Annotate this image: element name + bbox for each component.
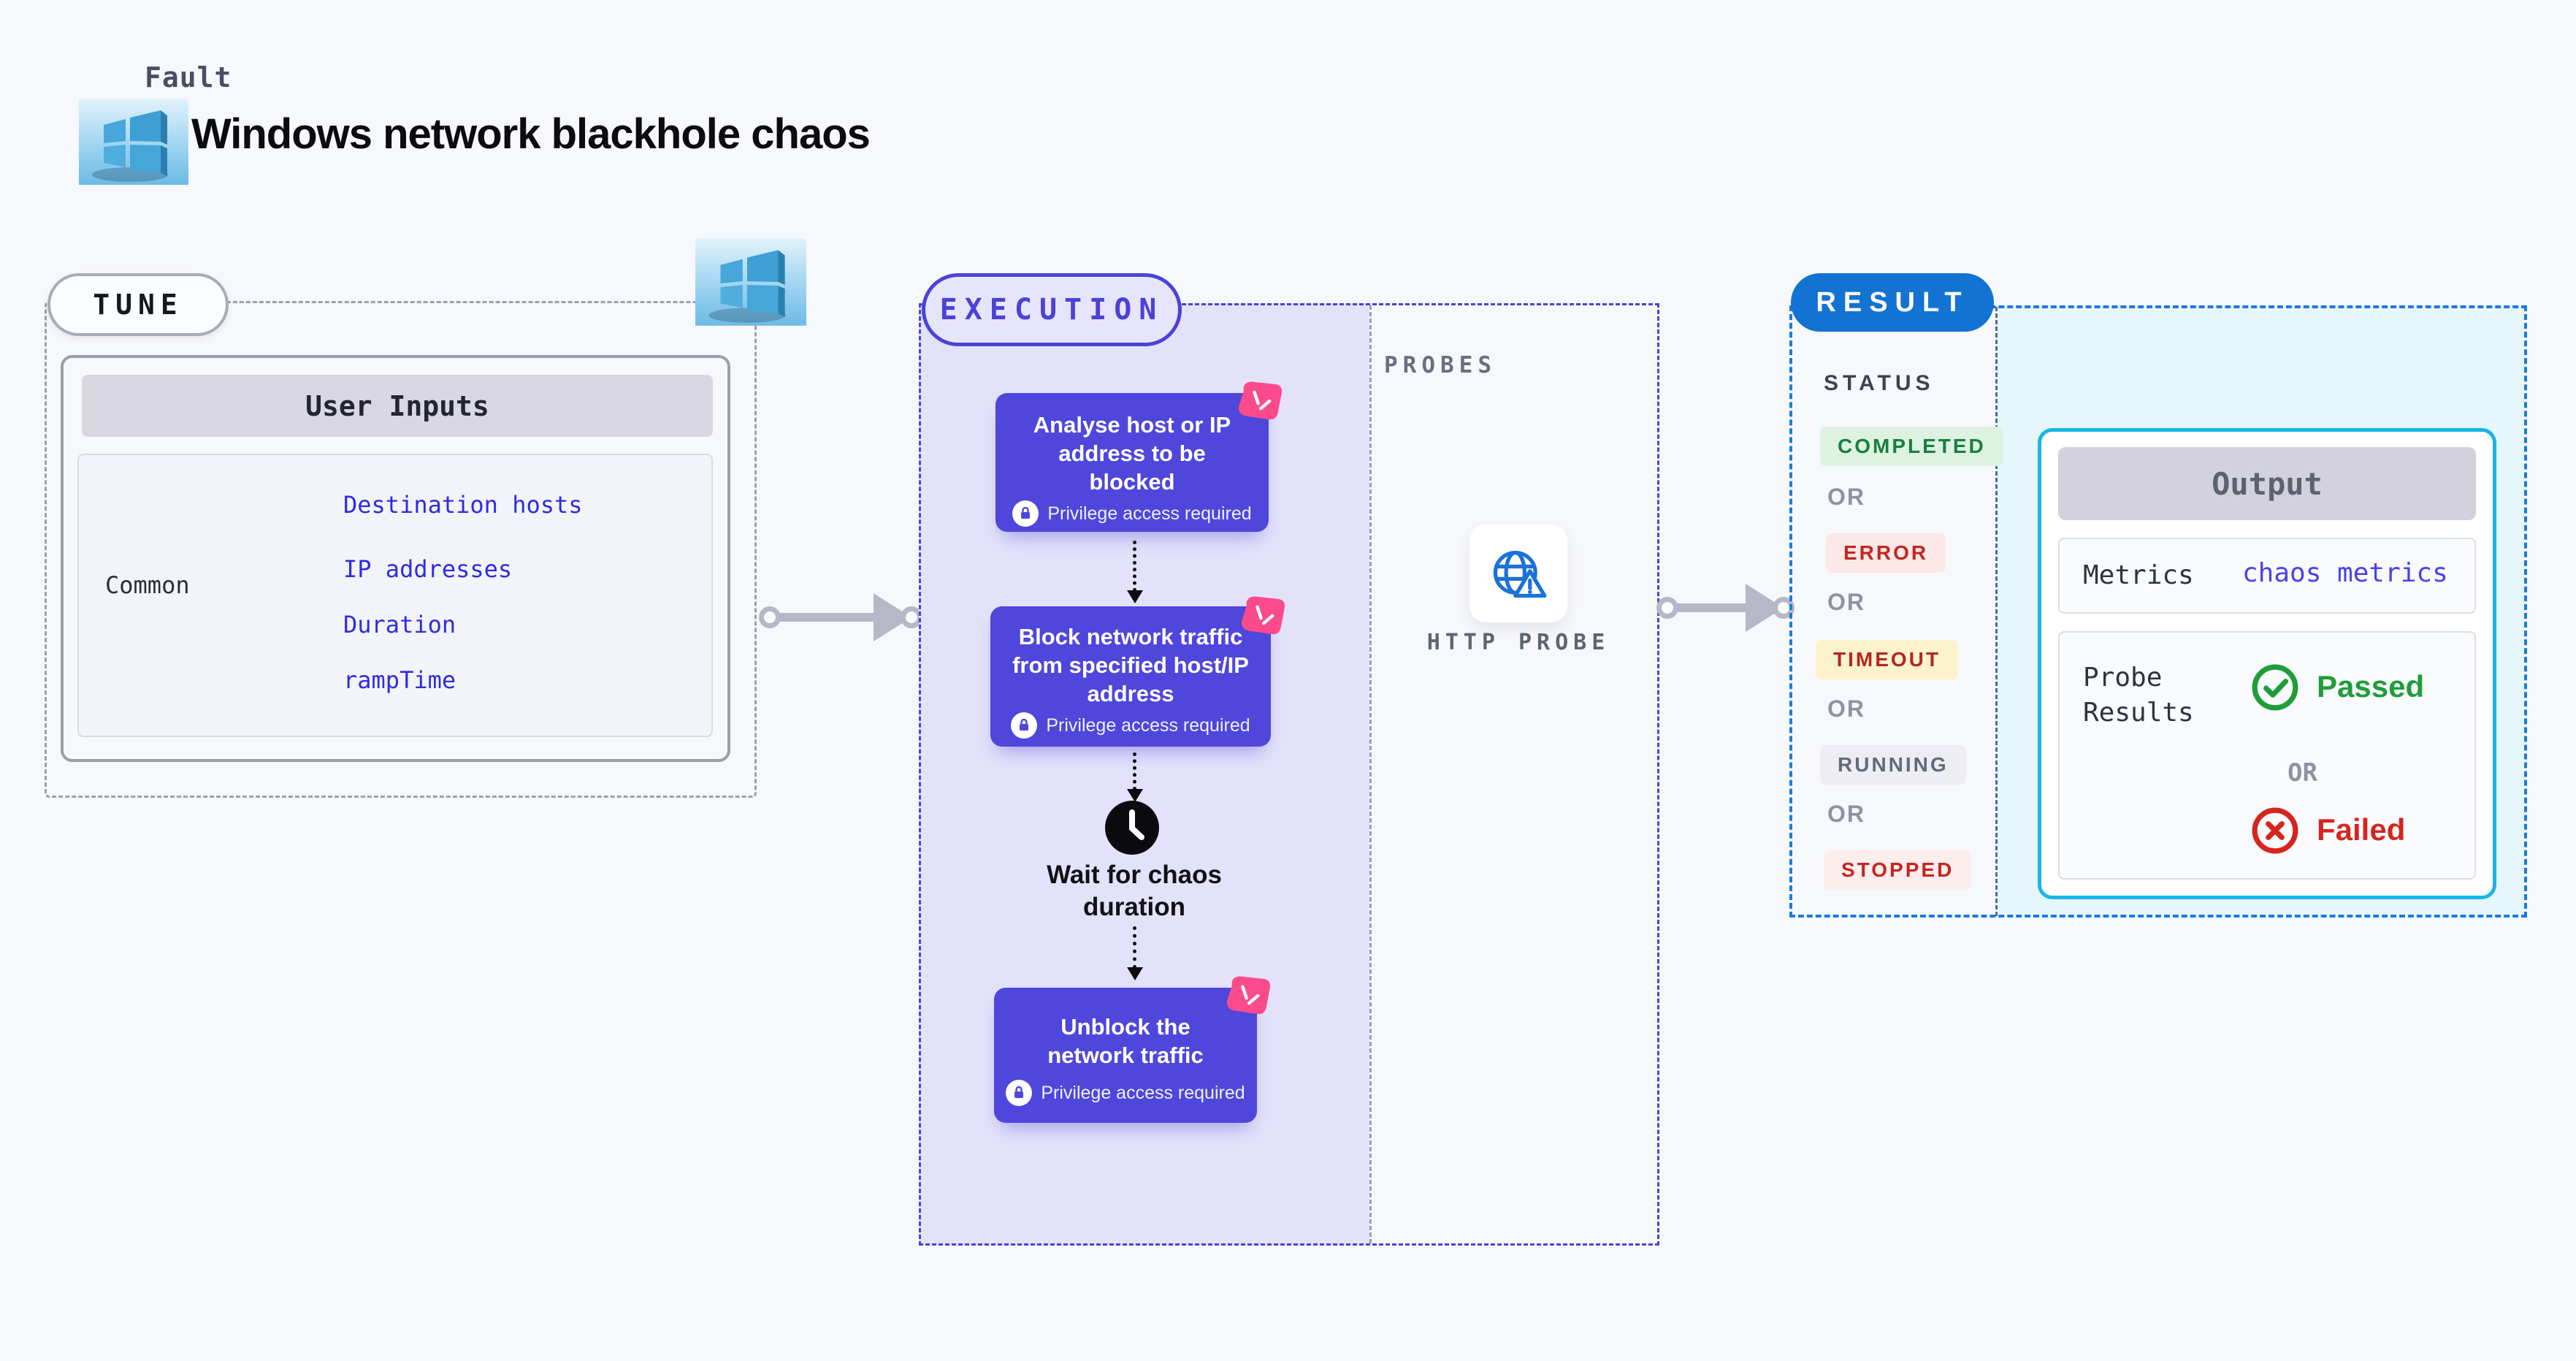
metrics-value-link[interactable]: chaos metrics <box>2242 558 2448 588</box>
probe-results-row: Probe Results Passed OR Failed <box>2058 631 2476 880</box>
step-text: Analyse host or IP address to be blocked <box>1033 412 1231 495</box>
wait-step-label: Wait for chaos duration <box>1047 861 1222 921</box>
step-text: Block network traffic from specified hos… <box>1012 624 1249 706</box>
probes-section-label: PROBES <box>1384 352 1497 378</box>
connector-line <box>1675 603 1748 612</box>
step-analyse-host: Analyse host or IP address to be blocked… <box>995 393 1269 532</box>
output-header: Output <box>2058 447 2476 520</box>
privilege-note: Privilege access required <box>1041 1082 1245 1103</box>
flow-arrow <box>1133 752 1136 790</box>
probe-results-label: Probe Results <box>2083 663 2194 728</box>
fault-kicker: Fault <box>145 61 232 94</box>
status-heading: STATUS <box>1824 371 1935 395</box>
input-link-ramptime[interactable]: rampTime <box>343 666 456 694</box>
execution-section-border <box>919 303 1659 1246</box>
user-inputs-header: User Inputs <box>82 375 713 437</box>
status-badge-timeout: TIMEOUT <box>1816 640 1958 679</box>
chaos-pinwheel-icon <box>1233 374 1290 430</box>
step-text: Unblock the network traffic <box>1047 1014 1204 1068</box>
tune-section-border <box>45 301 757 798</box>
chaos-pinwheel-icon <box>1236 589 1293 645</box>
or-label: OR <box>1827 589 1865 615</box>
execution-section-label: EXECUTION <box>922 273 1182 346</box>
windows-logo-icon <box>695 238 806 329</box>
probes-divider <box>1369 305 1372 1243</box>
user-inputs-body <box>77 454 713 737</box>
http-probe-card <box>1469 525 1567 622</box>
input-link-duration[interactable]: Duration <box>343 611 456 638</box>
lock-icon <box>1012 500 1039 527</box>
or-label: OR <box>2288 758 2317 788</box>
privilege-note: Privilege access required <box>1046 714 1250 736</box>
page-title: Windows network blackhole chaos <box>191 110 871 158</box>
flow-arrow <box>1133 541 1136 592</box>
windows-logo-icon <box>79 99 188 188</box>
lock-icon <box>1011 712 1038 739</box>
clock-icon <box>1105 801 1159 858</box>
tune-section-label: TUNE <box>47 273 229 336</box>
connector-line <box>777 613 876 622</box>
privilege-note: Privilege access required <box>1047 503 1252 524</box>
flow-arrowhead <box>1127 590 1143 603</box>
input-link-destination-hosts[interactable]: Destination hosts <box>343 491 583 519</box>
flow-arrowhead <box>1127 789 1143 802</box>
metrics-row: Metrics chaos metrics <box>2058 538 2476 614</box>
result-section-border <box>1789 305 2527 918</box>
result-divider <box>1995 307 1998 916</box>
metrics-label: Metrics <box>2083 560 2194 590</box>
chaos-pinwheel-icon <box>1221 969 1278 1025</box>
status-badge-running: RUNNING <box>1820 745 1966 785</box>
http-probe-label: HTTP PROBE <box>1426 630 1610 655</box>
result-section-label: RESULT <box>1791 273 1994 332</box>
flow-arrowhead <box>1127 967 1143 980</box>
x-circle-icon <box>2251 807 2299 858</box>
input-link-ip-addresses[interactable]: IP addresses <box>343 555 513 583</box>
globe-alert-icon <box>1489 547 1548 600</box>
input-group-label: Common <box>105 571 190 599</box>
passed-label: Passed <box>2317 669 2425 704</box>
or-label: OR <box>1827 484 1865 510</box>
flow-arrow <box>1133 926 1136 969</box>
step-unblock-traffic: Unblock the network traffic Privilege ac… <box>994 988 1257 1123</box>
status-badge-completed: COMPLETED <box>1820 427 2003 466</box>
check-circle-icon <box>2251 663 2299 715</box>
lock-icon <box>1006 1080 1033 1106</box>
status-badge-error: ERROR <box>1826 533 1946 573</box>
failed-label: Failed <box>2317 812 2406 847</box>
step-block-traffic: Block network traffic from specified hos… <box>990 606 1271 747</box>
or-label: OR <box>1827 801 1865 827</box>
status-badge-stopped: STOPPED <box>1824 850 1972 890</box>
or-label: OR <box>1827 695 1865 722</box>
